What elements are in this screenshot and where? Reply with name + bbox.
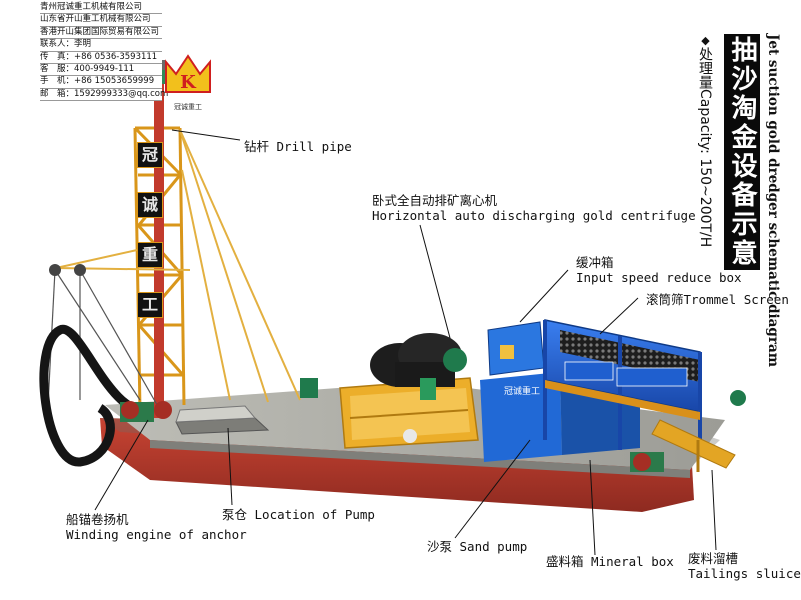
company-line: 青州冠诚重工机械有限公司 [40,2,162,15]
label-centrifuge-en: Horizontal auto discharging gold centrif… [372,208,696,223]
suction-hose [39,325,152,467]
label-mineral-box: 盛料箱 Mineral box [546,554,674,569]
company-line: 邮 箱：1592999333@qq.com [40,88,168,102]
drill-pipe [151,60,167,418]
trommel-screen [543,319,746,450]
label-trommel: 滚筒筛Trommel Screen [646,292,789,307]
centrifuge-frame [339,377,479,449]
company-line: 传 真：+86 0536-3593111 [40,51,162,64]
label-centrifuge-cn: 卧式全自动排矿离心机 [372,193,498,208]
winding-engine-rear [630,452,664,472]
company-line: 山东省开山重工机械有限公司 [40,14,162,27]
label-speed-box-en: Input speed reduce box [576,270,742,285]
company-line: 联系人：李明 [40,39,162,52]
label-tailings-en: Tailings sluice [688,566,801,581]
bullet-diamond-icon: ◆ [699,34,712,47]
label-winding-cn: 船锚卷扬机 [66,512,129,527]
tower-sign-2: 诚 [137,192,163,218]
pulley-left [49,264,61,276]
capacity-text: 处理量Capacity: 150~200T/H [697,47,713,248]
stay-wires [55,129,301,403]
centrifuge-drum [370,333,467,443]
speed-reduce-box [487,321,545,376]
leader-lines [94,129,717,556]
company-logo: K 冠诚重工 [162,52,214,111]
logo-caption: 冠诚重工 [174,103,202,111]
tailings-sluice [651,419,736,472]
svg-text:K: K [180,72,197,93]
title-chinese: 抽沙淘金设备示意图 [691,34,760,270]
capacity-label: ◆处理量Capacity: 150~200T/H [690,34,720,264]
anchor-cables [47,269,161,411]
machine-plate: 冠诚重工 [503,387,540,397]
label-drill-pipe: 钻杆 Drill pipe [244,139,352,154]
winding-engine [120,401,172,422]
tower-sign-3: 重 [137,242,163,268]
label-winding-en: Winding engine of anchor [66,527,247,542]
company-line: 香港开山集团国际贸易有限公司 [40,26,162,40]
label-speed-box-cn: 缓冲箱 [576,255,614,270]
company-contact-box: 青州冠诚重工机械有限公司 山东省开山重工机械有限公司 香港开山集团国际贸易有限公… [40,2,168,102]
company-line: 手 机：+86 15053659999 [40,76,162,89]
pulley-right [74,264,86,276]
label-pump-location: 泵仓 Location of Pump [222,507,375,522]
tower-sign-1: 冠 [137,142,163,168]
company-line: 客 服：400-9949-111 [40,63,162,77]
pump-location-hatch [175,405,270,435]
title-english: Jet suction gold dredger schematic diagr… [765,34,781,368]
label-sand-pump: 沙泵 Sand pump [427,539,528,554]
label-tailings-cn: 废料溜槽 [688,551,739,566]
tower-sign-4: 工 [137,292,163,318]
